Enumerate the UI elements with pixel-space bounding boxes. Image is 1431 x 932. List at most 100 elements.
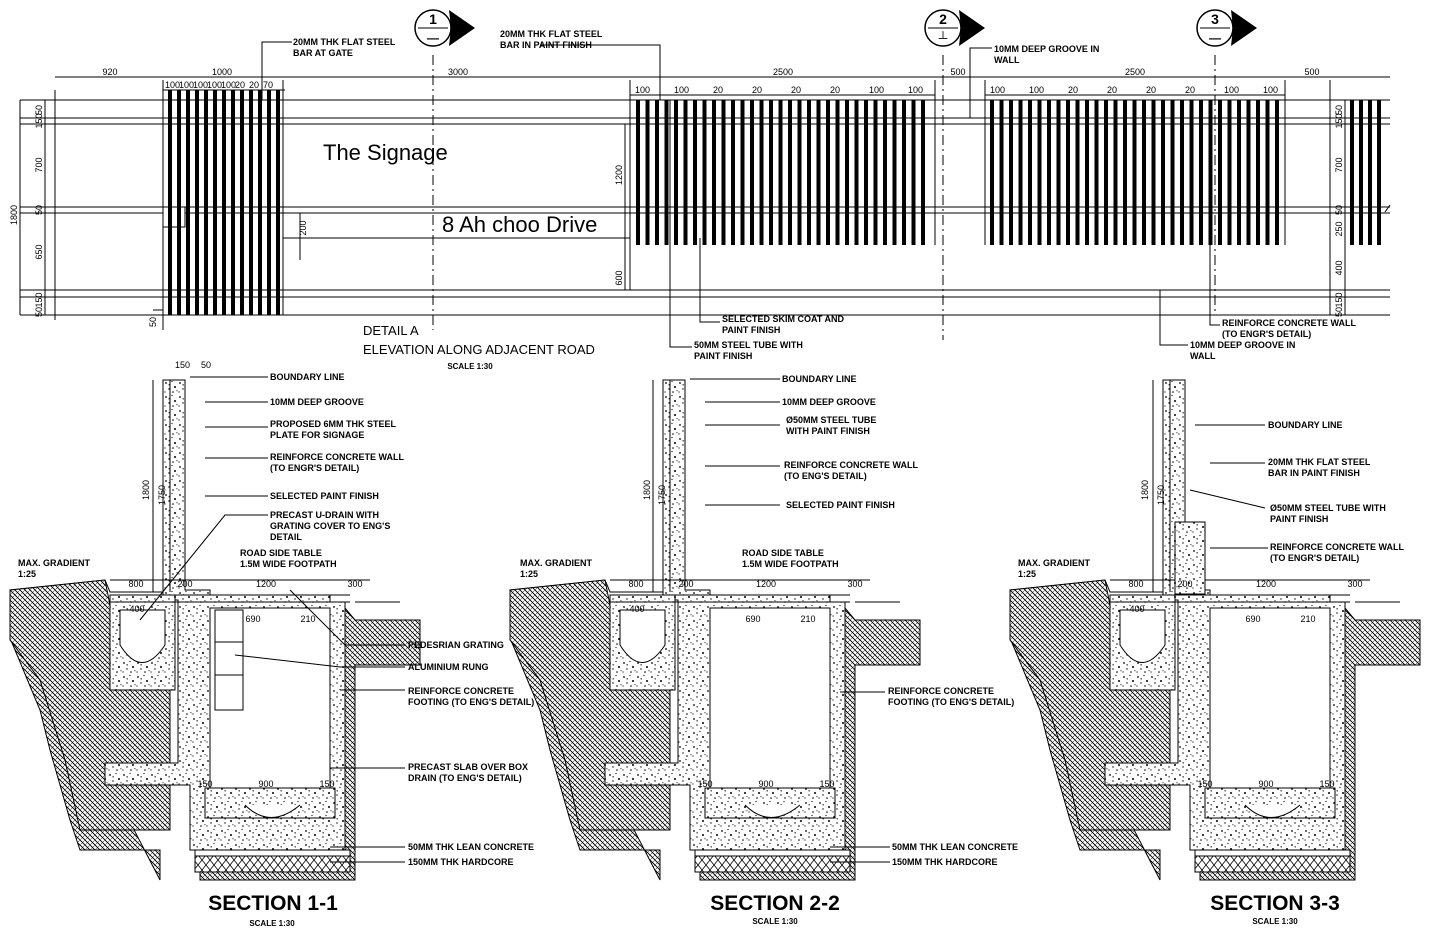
steel-bar (1246, 100, 1251, 245)
svg-text:920: 920 (102, 67, 117, 77)
steel-bar (1047, 100, 1051, 245)
steel-bar (778, 100, 783, 245)
steel-bar (788, 100, 792, 245)
steel-bar (902, 100, 906, 245)
svg-text:1: 1 (429, 11, 437, 27)
steel-bar (636, 100, 640, 245)
svg-text:BOUNDARY LINE: BOUNDARY LINE (1268, 420, 1343, 430)
right-dimensions: 50 150 700 50 250 400 150 50 (1334, 105, 1344, 317)
steel-bar (655, 100, 659, 245)
svg-text:BOUNDARY LINE: BOUNDARY LINE (782, 374, 857, 384)
steel-bar (674, 100, 678, 245)
steel-bar (1066, 100, 1070, 245)
svg-text:50: 50 (34, 205, 44, 215)
svg-text:1200: 1200 (756, 579, 776, 589)
dimension-label: 100 (179, 80, 194, 90)
svg-text:REINFORCE CONCRETE WALL(TO ENG: REINFORCE CONCRETE WALL(TO ENGR'S DETAIL… (1270, 542, 1405, 563)
dimension-label: 20 (1185, 85, 1195, 95)
steel-bar (693, 100, 697, 245)
dimension-label: 100 (990, 85, 1005, 95)
svg-text:BOUNDARY LINE: BOUNDARY LINE (270, 372, 345, 382)
svg-text:150MM THK HARDCORE: 150MM THK HARDCORE (892, 857, 998, 867)
steel-bar (1199, 100, 1203, 245)
steel-bar (892, 100, 897, 245)
svg-text:10MM DEEP GROOVE: 10MM DEEP GROOVE (270, 397, 364, 407)
svg-text:1200: 1200 (1256, 579, 1276, 589)
steel-bar (769, 100, 773, 245)
dimension-label: 20 (713, 85, 723, 95)
panel-3-steel-bars (990, 100, 1279, 245)
svg-text:50: 50 (1334, 105, 1344, 115)
steel-bar (826, 100, 830, 245)
steel-bar (702, 100, 707, 245)
dimension-label: 20 (830, 85, 840, 95)
svg-text:REINFORCE CONCRETE WALL(TO ENG: REINFORCE CONCRETE WALL(TO ENG'S DETAIL) (784, 460, 919, 481)
dimension-label: 20 (1107, 85, 1117, 95)
svg-text:PEDESRIAN GRATING: PEDESRIAN GRATING (408, 640, 504, 650)
steel-bar (1132, 100, 1137, 245)
steel-bar (1028, 100, 1032, 245)
svg-text:150: 150 (319, 779, 334, 789)
dimension-label: 100 (165, 80, 180, 90)
svg-text:900: 900 (258, 779, 273, 789)
steel-bar (1018, 100, 1023, 245)
svg-text:1750: 1750 (157, 485, 167, 505)
svg-text:400: 400 (629, 604, 644, 614)
dimension-label: 100 (908, 85, 923, 95)
svg-text:690: 690 (1245, 614, 1260, 624)
section-2-callouts: BOUNDARY LINE 10MM DEEP GROOVE Ø50MM STE… (520, 374, 1018, 867)
svg-text:200: 200 (177, 579, 192, 589)
section-1-callouts: BOUNDARY LINE 10MM DEEP GROOVE PROPOSED … (18, 372, 534, 867)
svg-text:150MM THK HARDCORE: 150MM THK HARDCORE (408, 857, 514, 867)
section-2-drawing (509, 379, 921, 881)
signage-text: The Signage (323, 140, 448, 165)
svg-text:150: 150 (1334, 292, 1344, 307)
svg-text:REINFORCE CONCRETE WALL(TO ENG: REINFORCE CONCRETE WALL(TO ENGR'S DETAIL… (270, 452, 405, 473)
svg-text:650: 650 (34, 244, 44, 259)
svg-text:3000: 3000 (448, 67, 468, 77)
steel-bar (721, 100, 726, 245)
steel-bar (645, 100, 650, 245)
dimension-label: 20 (752, 85, 762, 95)
steel-bar (712, 100, 716, 245)
section-dimensions: 150 50 1800 1750 800 200 1200 300 400 69… (128, 360, 1362, 789)
steel-bar (835, 100, 840, 245)
svg-text:50MM THK LEAN CONCRETE: 50MM THK LEAN CONCRETE (892, 842, 1018, 852)
steel-bar (1237, 100, 1241, 245)
svg-text:50: 50 (148, 317, 158, 327)
steel-bar (750, 100, 754, 245)
steel-bar (731, 100, 735, 245)
steel-bar (999, 100, 1004, 245)
steel-bar (1256, 100, 1260, 245)
svg-text:200: 200 (1177, 579, 1192, 589)
steel-bar (1085, 100, 1089, 245)
steel-bar (664, 100, 669, 245)
dimension-label: 100 (221, 80, 236, 90)
svg-text:150: 150 (1197, 779, 1212, 789)
gate-bar (186, 90, 190, 315)
svg-text:900: 900 (758, 779, 773, 789)
svg-text:50: 50 (1334, 205, 1344, 215)
steel-bar (990, 100, 994, 245)
svg-text:600: 600 (614, 270, 624, 285)
gate-bar (240, 90, 244, 315)
svg-text:300: 300 (1347, 579, 1362, 589)
steel-bar (1275, 100, 1279, 245)
svg-text:500: 500 (1304, 67, 1319, 77)
svg-text:210: 210 (300, 614, 315, 624)
gate-bar (195, 90, 199, 315)
steel-bar (1104, 100, 1108, 245)
